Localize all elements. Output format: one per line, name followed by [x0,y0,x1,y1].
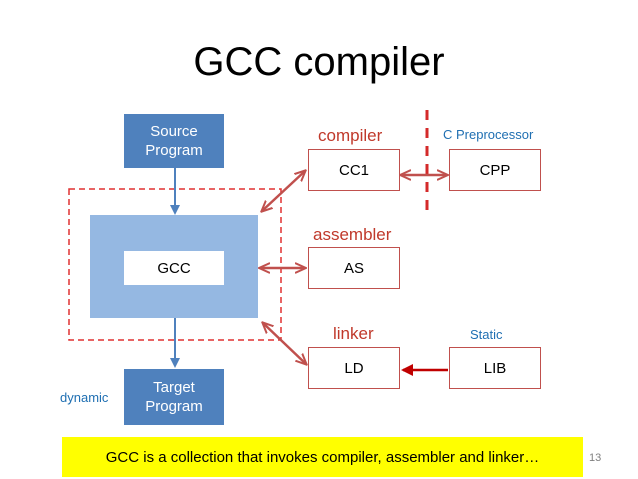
ld-box: LD [308,347,400,389]
source-program-box: Source Program [124,114,224,168]
target-program-box: Target Program [124,369,224,425]
dynamic-label: dynamic [60,390,109,405]
cc1-box: CC1 [308,149,400,191]
gcc-ld-arrow [263,323,306,364]
linker-label: linker [333,324,374,343]
footer-banner: GCC is a collection that invokes compile… [62,437,583,477]
assembler-label: assembler [313,225,392,244]
lib-box: LIB [449,347,541,389]
compiler-label: compiler [318,126,383,145]
as-box: AS [308,247,400,289]
slide-title: GCC compiler [193,40,445,84]
static-label: Static [470,327,503,342]
gcc-label-box: GCC [124,251,224,285]
gcc-cc1-arrow [262,171,305,211]
cpp-box: CPP [449,149,541,191]
page-number: 13 [589,452,602,464]
c-preprocessor-label: C Preprocessor [443,127,534,142]
